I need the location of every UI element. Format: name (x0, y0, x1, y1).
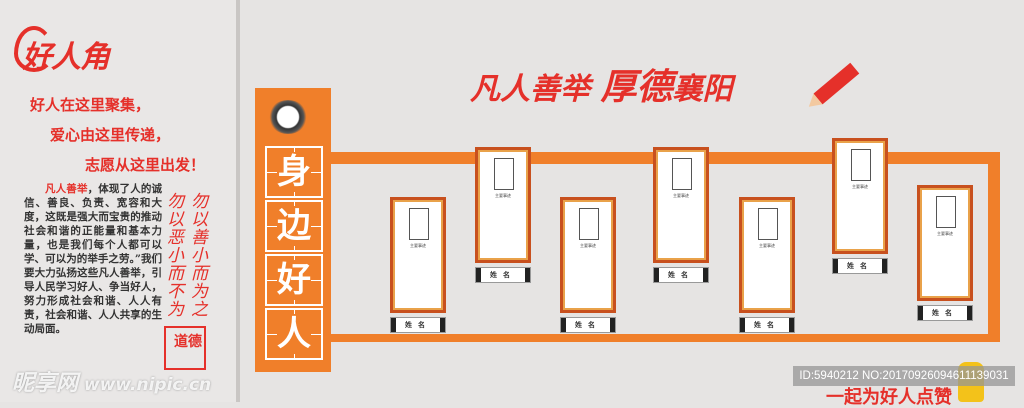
quote-col-1: 勿以善小而为之 (187, 192, 207, 318)
name-plate: 姓名 (391, 318, 445, 332)
photo-placeholder (936, 196, 956, 228)
body-highlight: 凡人善举 (45, 183, 88, 195)
bottom-slogan: 一起为好人点赞 (826, 387, 952, 408)
photo-placeholder (672, 158, 692, 190)
card-caption: 主要事迹 (759, 243, 775, 248)
title-part-3: 襄阳 (672, 72, 733, 107)
body-text: 凡人善举，体现了人的诚信、善良、负责、宽容和大度，这既是强大而宝贵的推动社会和谐… (24, 182, 162, 336)
title-part-2: 厚德 (600, 66, 673, 108)
panel-char-4: 人 (265, 308, 323, 360)
slogan-1: 好人在这里聚集， (30, 96, 151, 114)
card-caption: 主要事迹 (580, 243, 596, 248)
watermark-brand: 昵享网 (12, 371, 79, 396)
logo: 好人角 (22, 40, 110, 75)
card-caption: 主要事迹 (410, 243, 426, 248)
card-caption: 主要事迹 (673, 193, 689, 198)
panel-char-2: 边 (265, 200, 323, 252)
photo-placeholder (851, 149, 871, 181)
name-plate: 姓名 (561, 318, 615, 332)
panel-char-1: 身 (265, 146, 323, 198)
profile-card: 主要事迹 (653, 147, 709, 263)
name-plate: 姓名 (918, 306, 972, 320)
name-plate: 姓名 (654, 268, 708, 282)
slogan-2: 爱心由这里传递， (50, 126, 171, 144)
card-caption: 主要事迹 (495, 193, 511, 198)
seal: 道德 (164, 326, 206, 370)
profile-card: 主要事迹 (739, 197, 795, 313)
heart-logo-icon (14, 26, 54, 72)
photo-placeholder (494, 158, 514, 190)
panel-char-3: 好 (265, 254, 323, 306)
profile-card: 主要事迹 (917, 185, 973, 301)
profile-card: 主要事迹 (560, 197, 616, 313)
pencil-icon (813, 62, 860, 105)
photo-placeholder (579, 208, 599, 240)
card-caption: 主要事迹 (852, 184, 868, 189)
ink-brush-icon (268, 100, 308, 134)
frame-right (988, 152, 1000, 342)
name-plate: 姓名 (833, 259, 887, 273)
profile-card: 主要事迹 (390, 197, 446, 313)
photo-placeholder (758, 208, 778, 240)
watermark-url: www.nipic.cn (84, 375, 212, 395)
profile-card: 主要事迹 (475, 147, 531, 263)
slogan-3: 志愿从这里出发！ (85, 156, 206, 174)
watermark-id: ID:5940212 NO:20170926094611139031 (793, 366, 1015, 386)
title-part-1: 凡人善举 (470, 72, 590, 107)
body-content: ，体现了人的诚信、善良、负责、宽容和大度，这既是强大而宝贵的推动社会和谐的正能量… (24, 183, 163, 335)
main-title: 凡人善举 厚德襄阳 (470, 58, 732, 110)
profile-card: 主要事迹 (832, 138, 888, 254)
photo-placeholder (409, 208, 429, 240)
frame-bottom (330, 334, 1000, 342)
name-plate: 姓名 (476, 268, 530, 282)
name-plate: 姓名 (740, 318, 794, 332)
quote-col-2: 勿以恶小而不为 (163, 192, 183, 318)
card-caption: 主要事迹 (937, 231, 953, 236)
